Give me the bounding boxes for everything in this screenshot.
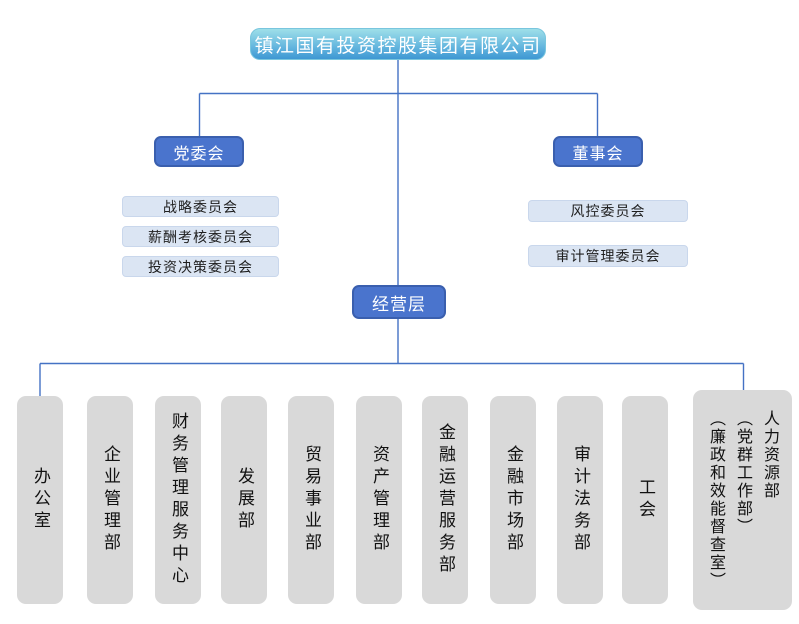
committee-investment-decision: 投资决策委员会: [122, 256, 279, 277]
department-label: 财务管理服务中心: [169, 412, 188, 588]
department-label: 企业管理部: [101, 445, 120, 555]
committee-label: 审计管理委员会: [555, 248, 661, 264]
party-committee-node: 党委会: [154, 136, 244, 167]
party-committee-label: 党委会: [173, 145, 225, 163]
board-of-directors-node: 董事会: [553, 136, 643, 167]
board-of-directors-label: 董事会: [572, 145, 624, 163]
department-label-line: （党群工作部）: [734, 410, 751, 536]
department-audit-legal: 审计法务部: [557, 396, 603, 604]
department-label-line: 人力资源部: [761, 410, 778, 500]
committee-label: 战略委员会: [163, 198, 238, 215]
committee-label: 风控委员会: [570, 203, 646, 219]
management-layer-label: 经营层: [372, 294, 426, 314]
department-label: 金融市场部: [504, 445, 523, 555]
department-label: 发展部: [235, 467, 254, 533]
management-layer-node: 经营层: [352, 285, 446, 319]
department-financial-markets: 金融市场部: [490, 396, 536, 604]
committee-audit-management: 审计管理委员会: [528, 245, 688, 267]
department-label: 审计法务部: [571, 445, 590, 555]
department-label: 办公室: [31, 467, 50, 533]
department-label-line: （廉政和效能督查室）: [707, 410, 724, 590]
committee-risk-control: 风控委员会: [528, 200, 688, 222]
company-root-label: 镇江国有投资控股集团有限公司: [254, 35, 542, 57]
department-development: 发展部: [221, 396, 267, 604]
department-multiline-label: 人力资源部 （党群工作部） （廉政和效能督查室）: [702, 410, 783, 590]
department-enterprise-management: 企业管理部: [87, 396, 133, 604]
department-label: 贸易事业部: [302, 445, 321, 555]
department-trade-business: 贸易事业部: [288, 396, 334, 604]
department-human-resources: 人力资源部 （党群工作部） （廉政和效能督查室）: [693, 390, 792, 610]
committee-compensation-assessment: 薪酬考核委员会: [122, 226, 279, 247]
department-labor-union: 工会: [622, 396, 668, 604]
committee-strategy: 战略委员会: [122, 196, 279, 217]
department-label: 金融运营服务部: [436, 423, 455, 577]
department-general-office: 办公室: [17, 396, 63, 604]
committee-label: 投资决策委员会: [148, 258, 253, 275]
department-asset-management: 资产管理部: [356, 396, 402, 604]
committee-label: 薪酬考核委员会: [148, 228, 253, 245]
company-root-node: 镇江国有投资控股集团有限公司: [250, 28, 546, 60]
department-financial-service-center: 财务管理服务中心: [155, 396, 201, 604]
department-label: 工会: [636, 478, 655, 522]
department-label: 资产管理部: [370, 445, 389, 555]
department-financial-operations-service: 金融运营服务部: [422, 396, 468, 604]
